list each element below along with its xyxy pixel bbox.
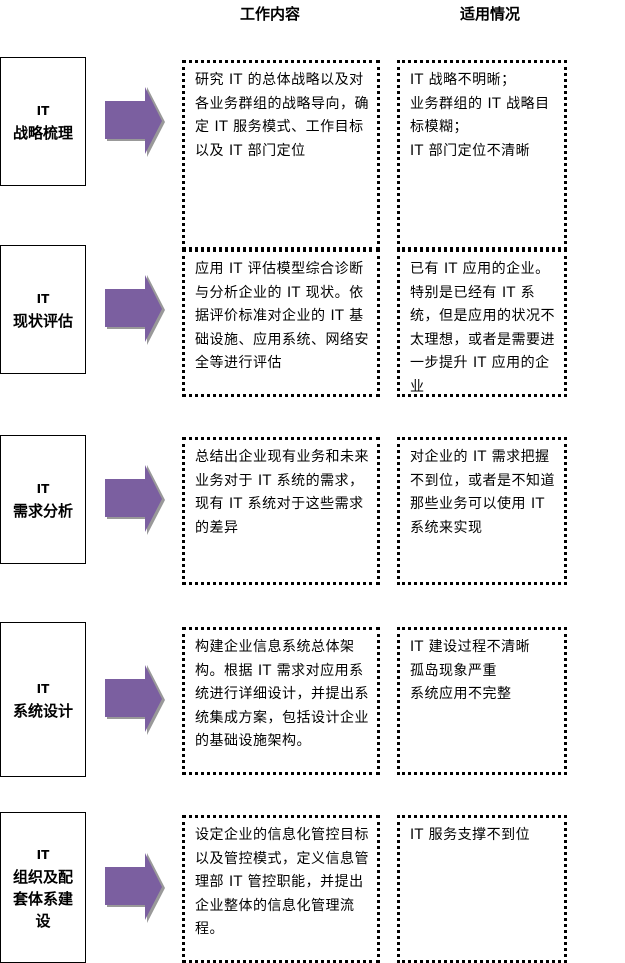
scope-line: 对企业的 IT 需求把握不到位，或者是不知道那些业务可以使用 IT 系统来实现 xyxy=(410,449,555,536)
scope-box: IT 建设过程不清晰孤岛现象严重系统应用不完整 xyxy=(397,627,567,775)
scope-line: IT 服务支撑不到位 xyxy=(410,827,531,843)
stage-prefix: IT xyxy=(36,681,50,696)
stage-title: 需求分析 xyxy=(12,501,73,520)
work-content-box: 构建企业信息系统总体架构。根据 IT 需求对应用系统进行详细设计，并提出系统集成… xyxy=(182,627,380,775)
scope-box: 对企业的 IT 需求把握不到位，或者是不知道那些业务可以使用 IT 系统来实现 xyxy=(397,437,567,585)
stage-prefix: IT xyxy=(36,103,50,118)
arrow-right-icon xyxy=(105,274,165,345)
header-work-content: 工作内容 xyxy=(240,5,301,23)
stage-box: IT 组织及配套体系建设 xyxy=(0,812,86,963)
stage-box: IT 系统设计 xyxy=(0,622,86,777)
work-content-text: 研究 IT 的总体战略以及对各业务群组的战略导向，确定 IT 服务模式、工作目标… xyxy=(195,72,369,159)
stage-box: IT 现状评估 xyxy=(0,245,86,374)
stage-prefix: IT xyxy=(36,847,50,862)
stage-box: IT 战略梳理 xyxy=(0,57,86,186)
arrow-right-icon xyxy=(105,664,165,735)
stage-prefix: IT xyxy=(36,481,50,496)
scope-line: 系统应用不完整 xyxy=(410,686,512,702)
stage-title: 组织及配套体系建设 xyxy=(13,867,74,930)
stage-title: 系统设计 xyxy=(12,701,73,720)
work-content-text: 总结出企业现有业务和未来业务对于 IT 系统的需求，现有 IT 系统对于这些需求… xyxy=(195,449,369,536)
scope-line: IT 建设过程不清晰 xyxy=(410,639,531,655)
stage-title: 现状评估 xyxy=(12,311,73,330)
stage-title: 战略梳理 xyxy=(12,123,73,142)
header-applicable-situation: 适用情况 xyxy=(460,5,521,23)
scope-line: 已有 IT 应用的企业。特别是已经有 IT 系统，但是应用的状况不太理想，或者是… xyxy=(410,261,555,395)
work-content-text: 应用 IT 评估模型综合诊断与分析企业的 IT 现状。依据评价标准对企业的 IT… xyxy=(195,261,369,371)
stage-prefix: IT xyxy=(36,291,50,306)
work-content-text: 设定企业的信息化管控目标以及管控模式，定义信息管理部 IT 管控职能，并提出企业… xyxy=(195,827,369,937)
work-content-text: 构建企业信息系统总体架构。根据 IT 需求对应用系统进行详细设计，并提出系统集成… xyxy=(195,639,369,749)
scope-line: 业务群组的 IT 战略目标模糊； xyxy=(410,95,550,136)
scope-box: IT 战略不明晰； 业务群组的 IT 战略目标模糊； IT 部门定位不清晰 xyxy=(397,60,567,250)
arrow-right-icon xyxy=(105,464,165,535)
arrow-right-icon xyxy=(105,852,165,923)
scope-line: 孤岛现象严重 xyxy=(410,662,497,679)
scope-line: IT 部门定位不清晰 xyxy=(410,142,531,159)
arrow-right-icon xyxy=(105,86,165,157)
work-content-box: 应用 IT 评估模型综合诊断与分析企业的 IT 现状。依据评价标准对企业的 IT… xyxy=(182,249,380,397)
work-content-box: 总结出企业现有业务和未来业务对于 IT 系统的需求，现有 IT 系统对于这些需求… xyxy=(182,437,380,585)
scope-box: 已有 IT 应用的企业。特别是已经有 IT 系统，但是应用的状况不太理想，或者是… xyxy=(397,249,567,397)
work-content-box: 研究 IT 的总体战略以及对各业务群组的战略导向，确定 IT 服务模式、工作目标… xyxy=(182,60,380,250)
scope-line: IT 战略不明晰； xyxy=(410,72,516,88)
stage-box: IT 需求分析 xyxy=(0,435,86,564)
scope-box: IT 服务支撑不到位 xyxy=(397,815,567,963)
work-content-box: 设定企业的信息化管控目标以及管控模式，定义信息管理部 IT 管控职能，并提出企业… xyxy=(182,815,380,963)
